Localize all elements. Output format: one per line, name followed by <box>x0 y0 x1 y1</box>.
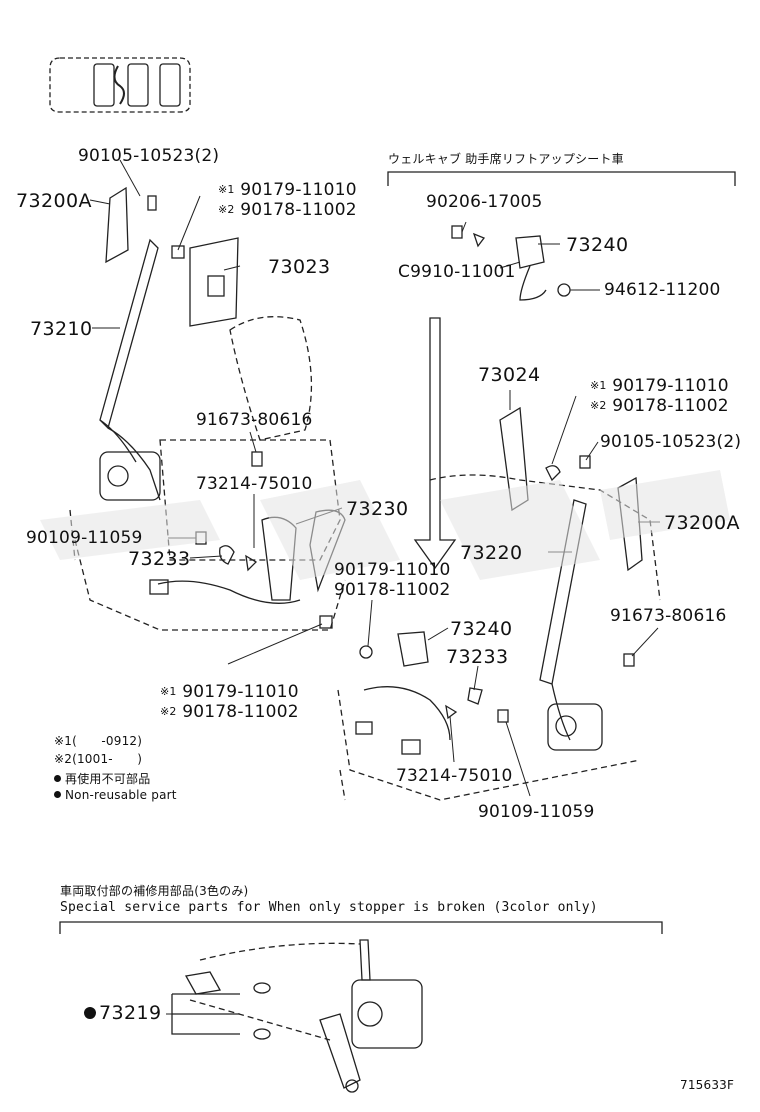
non-reusable-jp: 再使用不可部品 <box>54 770 150 787</box>
wheelcab-buckle <box>451 225 571 301</box>
note-1: ※1( -0912) <box>54 734 143 748</box>
part-73214-75010-left: 73214-75010 <box>196 474 313 494</box>
non-reusable-dot-icon <box>84 1007 96 1019</box>
part-90178-11002-left-top: ※2 90178-11002 <box>218 200 357 220</box>
part-c9910-11001: C9910-11001 <box>398 262 516 282</box>
part-73219: 73219 <box>84 1002 161 1024</box>
non-reusable-dot-icon <box>54 791 61 798</box>
service-part-drawing <box>171 939 423 1093</box>
part-73200a-left: 73200A <box>16 190 92 212</box>
part-73214-75010-right: 73214-75010 <box>396 766 513 786</box>
part-73230: 73230 <box>346 498 409 520</box>
watermark <box>40 470 730 580</box>
part-90178-11002-mid: 90178-11002 <box>334 580 451 600</box>
part-90179-11010-mid: 90179-11010 <box>334 560 451 580</box>
part-73210: 73210 <box>30 318 93 340</box>
part-73024: 73024 <box>478 364 541 386</box>
left-seat-belt <box>99 186 346 629</box>
part-94612-11200: 94612-11200 <box>604 280 721 300</box>
part-73200a-right: 73200A <box>664 512 740 534</box>
part-90178-11002-left-bottom: ※2 90178-11002 <box>160 702 299 722</box>
non-reusable-en: Non-reusable part <box>54 788 177 802</box>
service-title-jp: 車両取付部の補修用部品(3色のみ) <box>60 884 249 898</box>
note-2: ※2(1001- ) <box>54 752 143 766</box>
part-90105-10523-right: 90105-10523(2) <box>600 432 742 452</box>
part-73023: 73023 <box>268 256 331 278</box>
service-title-en: Special service parts for When only stop… <box>60 900 598 915</box>
right-seat-belt <box>355 406 643 755</box>
part-90178-11002-right-top: ※2 90178-11002 <box>590 396 729 416</box>
wheelcab-bracket <box>387 171 736 186</box>
part-91673-80616-left: 91673-80616 <box>196 410 313 430</box>
part-73240-top: 73240 <box>566 234 629 256</box>
part-90109-11059-left: 90109-11059 <box>26 528 143 548</box>
vehicle-seat-position-icon <box>49 57 191 113</box>
part-73240-mid: 73240 <box>450 618 513 640</box>
non-reusable-dot-icon <box>54 775 61 782</box>
part-90179-11010-left-top: ※1 90179-11010 <box>218 180 357 200</box>
direction-arrow <box>413 317 457 570</box>
part-73220: 73220 <box>460 542 523 564</box>
part-90179-11010-right-top: ※1 90179-11010 <box>590 376 729 396</box>
part-90109-11059-right: 90109-11059 <box>478 802 595 822</box>
service-bracket <box>59 921 663 934</box>
part-73233-right: 73233 <box>446 646 509 668</box>
part-90206-17005: 90206-17005 <box>426 192 543 212</box>
wheelcab-header: ウェルキャブ 助手席リフトアップシート車 <box>388 152 624 166</box>
part-91673-80616-right: 91673-80616 <box>610 606 727 626</box>
figure-id: 715633F <box>680 1078 735 1092</box>
part-90105-10523-left: 90105-10523(2) <box>78 146 220 166</box>
part-90179-11010-left-bottom: ※1 90179-11010 <box>160 682 299 702</box>
part-73233-left: 73233 <box>128 548 191 570</box>
